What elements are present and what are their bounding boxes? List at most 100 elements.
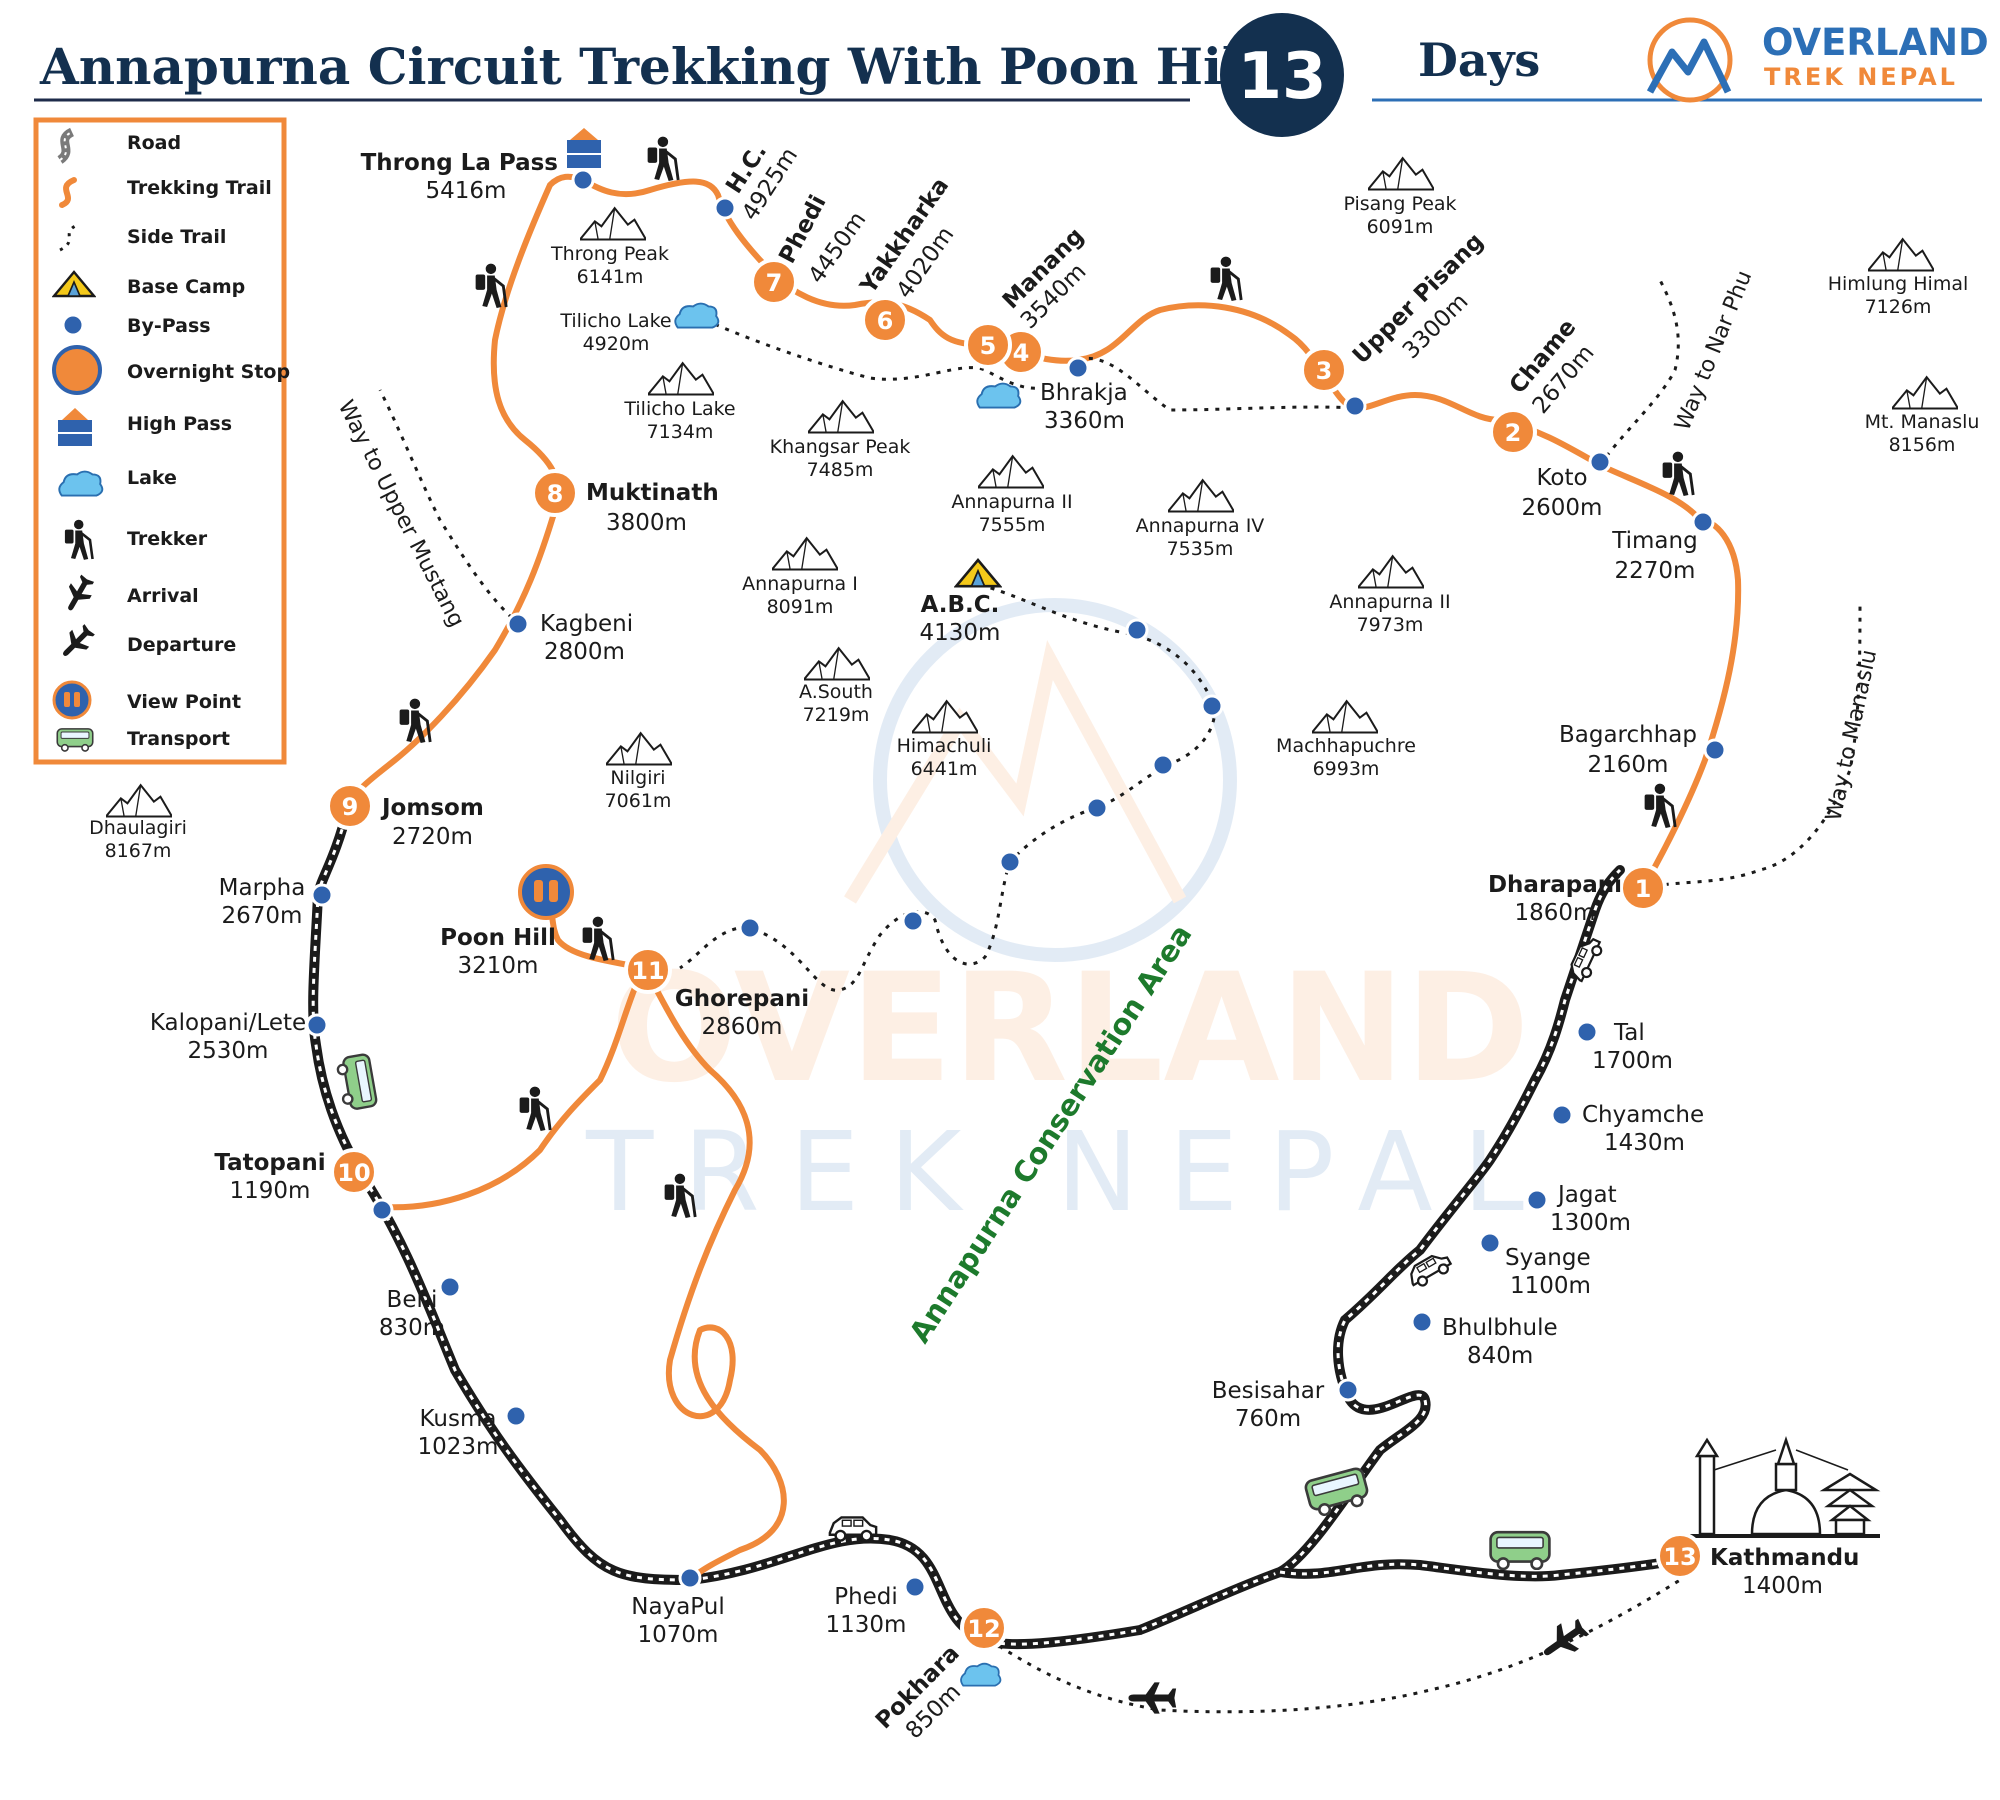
overnight-stop-number-5: 5 [980, 332, 997, 360]
label-besisahar-alt: 760m [1235, 1406, 1301, 1432]
peak-dhaulagiri-icon [106, 784, 172, 818]
legend-departure-label: Departure [127, 634, 236, 656]
stop-13-alt: 1400m [1742, 1573, 1823, 1599]
label-nayapul-alt: 1070m [638, 1622, 719, 1648]
peak-throng-name: Throng Peak [550, 243, 669, 265]
view-point-icon [52, 680, 92, 720]
legend-view-point-label: View Point [127, 691, 241, 713]
days-number: 13 [1237, 40, 1326, 114]
overnight-stop-number-7: 7 [766, 269, 783, 297]
bus-icon-tatopani [334, 1052, 379, 1113]
bypass-kagbeni [506, 612, 530, 636]
label-timang-name: Timang [1611, 528, 1697, 554]
peak-annapurna-iv-icon [1168, 479, 1234, 513]
legend-trekker-label: Trekker [127, 528, 208, 550]
bypass-abc-7 [738, 916, 762, 940]
bypass-phedi-low [903, 1575, 927, 1599]
overnight-stop-marker-12 [960, 1604, 1008, 1652]
peak-annapurna-i-alt: 8091m [767, 596, 834, 618]
way-manaslu: Way to Manaslu [1821, 648, 1882, 824]
lake-icon-tilicho [674, 302, 720, 329]
bypass-abc-3 [1151, 753, 1175, 777]
bypass-marpha [310, 883, 334, 907]
peak-nilgiri-icon [606, 732, 672, 766]
legend-lake-label: Lake [127, 467, 177, 489]
peak-manaslu-name: Mt. Manaslu [1865, 411, 1980, 433]
legend-high-pass-label: High Pass [127, 413, 232, 435]
peak-throng-icon [580, 207, 646, 241]
label-marpha-name: Marpha [219, 875, 306, 901]
watermark-line1: OVERLAND [610, 942, 1529, 1116]
peak-a-south-alt: 7219m [803, 704, 870, 726]
bypass-koto [1588, 450, 1612, 474]
stop-10-name: Tatopani [214, 1150, 325, 1176]
label-jagat-alt: 1300m [1550, 1210, 1631, 1236]
peak-pisang-name: Pisang Peak [1343, 193, 1456, 215]
legend-bypass-label: By-Pass [127, 315, 211, 337]
peak-himlung-name: Himlung Himal [1828, 273, 1969, 295]
peak-annapurna-i-name: Annapurna I [742, 573, 858, 595]
trekking-trail-icon [59, 177, 77, 208]
peak-khangsar-name: Khangsar Peak [770, 436, 911, 458]
label-tilicho-lake-name: Tilicho Lake [559, 310, 671, 332]
kathmandu-temples-illustration [1690, 1436, 1881, 1538]
label-phedi-low-alt: 1130m [826, 1612, 907, 1638]
label-tal-alt: 1700m [1592, 1048, 1673, 1074]
label-syange-name: Syange [1505, 1245, 1591, 1271]
peak-annapurna-ii-name: Annapurna II [951, 491, 1072, 513]
bypass-nayapul [678, 1566, 702, 1590]
overnight-stop-marker-5 [964, 321, 1012, 369]
overnight-stop-number-6: 6 [877, 307, 894, 335]
bypass-tal [1575, 1020, 1599, 1044]
overnight-stop-marker-11 [624, 946, 672, 994]
bypass-besisahar [1336, 1378, 1360, 1402]
roads [308, 803, 1685, 1650]
label-beni-name: Beni [387, 1287, 438, 1313]
lake-icon-bhrakja [976, 382, 1022, 409]
overnight-stop-marker-1 [1619, 864, 1667, 912]
brand-name: OVERLAND [1762, 21, 1989, 64]
peak-khangsar-icon [808, 400, 874, 434]
peak-khangsar-alt: 7485m [807, 459, 874, 481]
peak-manaslu-icon [1892, 376, 1958, 410]
bypass-abc-1 [1125, 618, 1149, 642]
peak-pisang-icon [1368, 157, 1434, 191]
peak-throng-alt: 6141m [577, 266, 644, 288]
bypass-dot-icon [61, 313, 85, 337]
bypass-abc-5 [998, 850, 1022, 874]
peak-tilicho-alt: 7134m [647, 421, 714, 443]
peak-himachuli-icon [912, 700, 978, 734]
trekker-icon-pisang [1209, 255, 1243, 303]
overnight-stop-marker-9 [326, 782, 374, 830]
label-chyamche-alt: 1430m [1604, 1130, 1685, 1156]
high-pass-icon [567, 128, 601, 168]
peak-himlung-alt: 7126m [1865, 296, 1932, 318]
bypass-tatopani-low [370, 1198, 394, 1222]
lake-icon-pokhara [960, 1662, 1002, 1687]
peak-annapurna-ii-alt: 7555m [979, 514, 1046, 536]
overnight-stop-number-9: 9 [342, 793, 359, 821]
bus-icon-kathmandu [1489, 1530, 1551, 1570]
label-marpha-alt: 2670m [222, 903, 303, 929]
days-label: Days [1418, 33, 1540, 87]
overnight-stop-marker-8 [531, 469, 579, 517]
peak-annapurna-ii-east-alt: 7973m [1357, 614, 1424, 636]
bypass-abc-6 [901, 909, 925, 933]
overnight-stop-number-8: 8 [547, 480, 564, 508]
watermark: OVERLAND TREK NEPAL [585, 598, 1530, 1236]
peak-annapurna-ii-east-icon [1358, 555, 1424, 589]
peak-pisang-alt: 6091m [1367, 216, 1434, 238]
stop-8-name: Muktinath [586, 480, 719, 506]
peak-annapurna-iv-name: Annapurna IV [1136, 515, 1265, 537]
brand-logo: OVERLAND TREK NEPAL [1646, 17, 1989, 103]
label-poonhill-alt: 3210m [458, 953, 539, 979]
overnight-stop-marker-13 [1656, 1532, 1704, 1580]
bypass-points [305, 168, 1727, 1599]
view-point-icon [518, 864, 574, 920]
overnight-stop-marker-10 [330, 1148, 378, 1196]
legend-overnight-label: Overnight Stop [127, 361, 290, 383]
overnight-stop-number-3: 3 [1316, 357, 1333, 385]
peak-himachuli-alt: 6441m [911, 758, 978, 780]
